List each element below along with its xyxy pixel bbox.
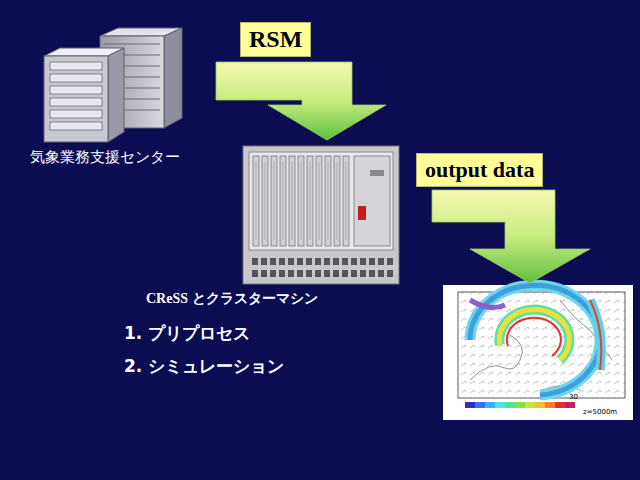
colorbar-cell (515, 402, 525, 408)
output-image-node: 30 z=5000m (443, 285, 633, 420)
vent (360, 270, 366, 277)
node-text: 2. シミュレーション (124, 355, 284, 378)
node-text: 1. プリプロセス (124, 322, 250, 345)
vent (270, 270, 276, 277)
blade-card (343, 156, 349, 246)
vent (279, 258, 285, 265)
vent (351, 258, 357, 265)
blade-card (292, 162, 293, 240)
colorbar-cell (565, 402, 575, 408)
vent (351, 270, 357, 277)
arrow-label: RSM (240, 22, 311, 57)
vent (315, 258, 321, 265)
server-node: 気象業務支援センター (22, 26, 214, 172)
blade-card (310, 162, 311, 240)
vent (315, 270, 321, 277)
vent (369, 270, 375, 277)
blade-card (307, 156, 313, 246)
drive-bay (50, 110, 102, 118)
blade-card (271, 156, 277, 246)
blade-card (274, 162, 275, 240)
vent (378, 258, 384, 265)
blade-card (316, 156, 322, 246)
colorbar-cell (555, 402, 565, 408)
node-text: z=5000m (583, 408, 617, 416)
vent (333, 258, 339, 265)
vent (261, 270, 267, 277)
blade-card (256, 162, 257, 240)
colorbar-cell (465, 402, 475, 408)
blade-card (265, 162, 266, 240)
vent (288, 270, 294, 277)
blade-card (301, 162, 302, 240)
vent (252, 270, 258, 277)
drive-bay (50, 86, 102, 94)
vent (261, 258, 267, 265)
vent (333, 270, 339, 277)
arrow-label: output data (416, 153, 543, 187)
blade-card (262, 156, 268, 246)
vent (252, 258, 258, 265)
blade-card (280, 156, 286, 246)
cluster-node: CReSS とクラスターマシン 1. プリプロセス 2. シミュレーション (118, 142, 430, 382)
blade-card (328, 162, 329, 240)
drive-bay (50, 122, 102, 130)
vent (360, 258, 366, 265)
colorbar-cell (475, 402, 485, 408)
drive-bay (104, 44, 160, 45)
weather-map-illustration (443, 285, 633, 420)
node-text: CReSS とクラスターマシン (146, 290, 318, 308)
colorbar-cell (525, 402, 535, 408)
vent (288, 258, 294, 265)
blade-card (289, 156, 295, 246)
blade-card (346, 162, 347, 240)
node-text: 気象業務支援センター (30, 148, 180, 167)
vent (369, 258, 375, 265)
blade-card (298, 156, 304, 246)
block-arrow (432, 190, 590, 283)
vent (342, 258, 348, 265)
blade-card (253, 156, 259, 246)
colorbar-cell (505, 402, 515, 408)
colorbar-cell (545, 402, 555, 408)
blade-card (334, 156, 340, 246)
drive-bay (50, 74, 102, 82)
vent (387, 258, 393, 265)
blade-card (325, 156, 331, 246)
block-arrow (216, 62, 386, 140)
blade-card (319, 162, 320, 240)
blade-card (337, 162, 338, 240)
node-text: 30 (569, 393, 578, 401)
vent (297, 270, 303, 277)
vent (279, 270, 285, 277)
vent (270, 258, 276, 265)
vent (297, 258, 303, 265)
vent (324, 270, 330, 277)
colorbar-cell (535, 402, 545, 408)
vent (342, 270, 348, 277)
vent (378, 270, 384, 277)
blade-card (283, 162, 284, 240)
vent (387, 270, 393, 277)
drive-bay (50, 62, 102, 70)
drive-bay (50, 98, 102, 106)
vent (306, 270, 312, 277)
vent (324, 258, 330, 265)
vent (306, 258, 312, 265)
server-illustration (44, 28, 182, 142)
colorbar-cell (495, 402, 505, 408)
colorbar-cell (485, 402, 495, 408)
cluster-rack-illustration (243, 146, 399, 284)
